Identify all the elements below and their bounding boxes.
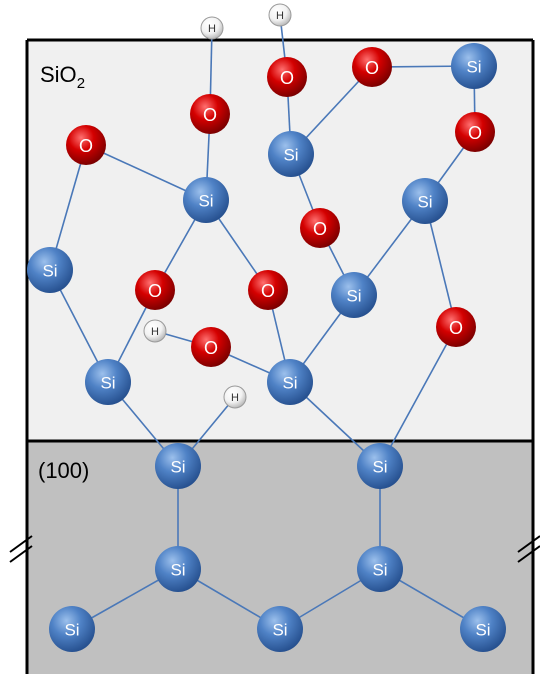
hydrogen-label: H xyxy=(276,10,284,22)
hydrogen-atom: H xyxy=(223,385,247,409)
silicon-label: Si xyxy=(466,58,481,77)
silicon-sphere xyxy=(451,43,497,89)
silicon-sphere xyxy=(268,131,314,177)
oxygen-sphere xyxy=(248,270,288,310)
oxygen-atom: O xyxy=(190,94,230,134)
oxygen-sphere xyxy=(135,270,175,310)
oxygen-atom: O xyxy=(300,208,340,248)
silicon-sphere xyxy=(357,546,403,592)
right-break-mark xyxy=(517,535,540,563)
silicon-label: Si xyxy=(417,193,432,212)
oxygen-label: O xyxy=(468,123,482,143)
silicon-label: Si xyxy=(100,374,115,393)
oxygen-label: O xyxy=(280,68,294,88)
silicon-label: Si xyxy=(198,192,213,211)
silicon-label: Si xyxy=(282,374,297,393)
silicon-atom: Si xyxy=(155,443,201,489)
silicon-label: Si xyxy=(272,621,287,640)
silicon-sphere xyxy=(267,359,313,405)
hydrogen-sphere xyxy=(200,16,224,40)
oxygen-atom: O xyxy=(135,270,175,310)
hydrogen-label: H xyxy=(231,392,239,404)
oxygen-sphere xyxy=(66,125,106,165)
hydrogen-label: H xyxy=(151,326,159,338)
silicon-atom: Si xyxy=(268,131,314,177)
silicon-atom: Si xyxy=(331,272,377,318)
silicon-label: Si xyxy=(283,146,298,165)
silicon-label: Si xyxy=(64,621,79,640)
oxygen-label: O xyxy=(261,281,275,301)
silicon-sphere xyxy=(183,177,229,223)
silicon-atom: Si xyxy=(49,606,95,652)
oxygen-atom: O xyxy=(352,47,392,87)
hydrogen-atom: H xyxy=(268,3,292,27)
silicon-label: Si xyxy=(346,287,361,306)
hydrogen-sphere xyxy=(143,319,167,343)
hydrogen-atom: H xyxy=(143,319,167,343)
oxygen-atom: O xyxy=(436,307,476,347)
silicon-atom: Si xyxy=(451,43,497,89)
left-break-mark xyxy=(9,535,33,563)
oxide-label: SiO2 xyxy=(40,62,85,92)
silicon-label: Si xyxy=(170,458,185,477)
silicon-atom: Si xyxy=(257,606,303,652)
bond-o10-s10 xyxy=(379,326,457,467)
silicon-atom: Si xyxy=(357,443,403,489)
oxygen-label: O xyxy=(313,219,327,239)
oxygen-atom: O xyxy=(267,57,307,97)
silicon-atom: Si xyxy=(460,606,506,652)
oxygen-sphere xyxy=(455,112,495,152)
silicon-sphere xyxy=(85,359,131,405)
oxygen-label: O xyxy=(449,318,463,338)
oxygen-label: O xyxy=(204,338,218,358)
oxygen-sphere xyxy=(352,47,392,87)
silicon-atom: Si xyxy=(27,247,73,293)
silicon-label: Si xyxy=(475,621,490,640)
oxygen-sphere xyxy=(267,57,307,97)
oxygen-sphere xyxy=(191,327,231,367)
silicon-atom: Si xyxy=(267,359,313,405)
substrate-label: (100) xyxy=(38,458,89,483)
silicon-atom: Si xyxy=(402,178,448,224)
silicon-label: Si xyxy=(372,458,387,477)
silicon-atom: Si xyxy=(85,359,131,405)
oxygen-sphere xyxy=(300,208,340,248)
oxygen-sphere xyxy=(436,307,476,347)
silicon-sphere xyxy=(460,606,506,652)
silicon-sphere xyxy=(257,606,303,652)
oxygen-label: O xyxy=(79,136,93,156)
hydrogen-sphere xyxy=(268,3,292,27)
oxygen-atom: O xyxy=(248,270,288,310)
silicon-label: Si xyxy=(42,262,57,281)
oxygen-label: O xyxy=(203,105,217,125)
silicon-sphere xyxy=(27,247,73,293)
oxygen-sphere xyxy=(190,94,230,134)
oxygen-atom: O xyxy=(191,327,231,367)
silicon-sphere xyxy=(155,546,201,592)
silicon-sphere xyxy=(357,443,403,489)
hydrogen-sphere xyxy=(223,385,247,409)
oxygen-atom: O xyxy=(455,112,495,152)
silicon-atom: Si xyxy=(357,546,403,592)
hydrogen-atom: H xyxy=(200,16,224,40)
silicon-label: Si xyxy=(372,561,387,580)
oxygen-atom: O xyxy=(66,125,106,165)
silicon-sphere xyxy=(155,443,201,489)
silicon-sphere xyxy=(402,178,448,224)
silicon-atom: Si xyxy=(155,546,201,592)
silicon-sphere xyxy=(331,272,377,318)
oxygen-label: O xyxy=(365,58,379,78)
silicon-label: Si xyxy=(170,561,185,580)
silicon-atom: Si xyxy=(183,177,229,223)
hydrogen-label: H xyxy=(208,23,216,35)
silicon-sphere xyxy=(49,606,95,652)
oxygen-label: O xyxy=(148,281,162,301)
